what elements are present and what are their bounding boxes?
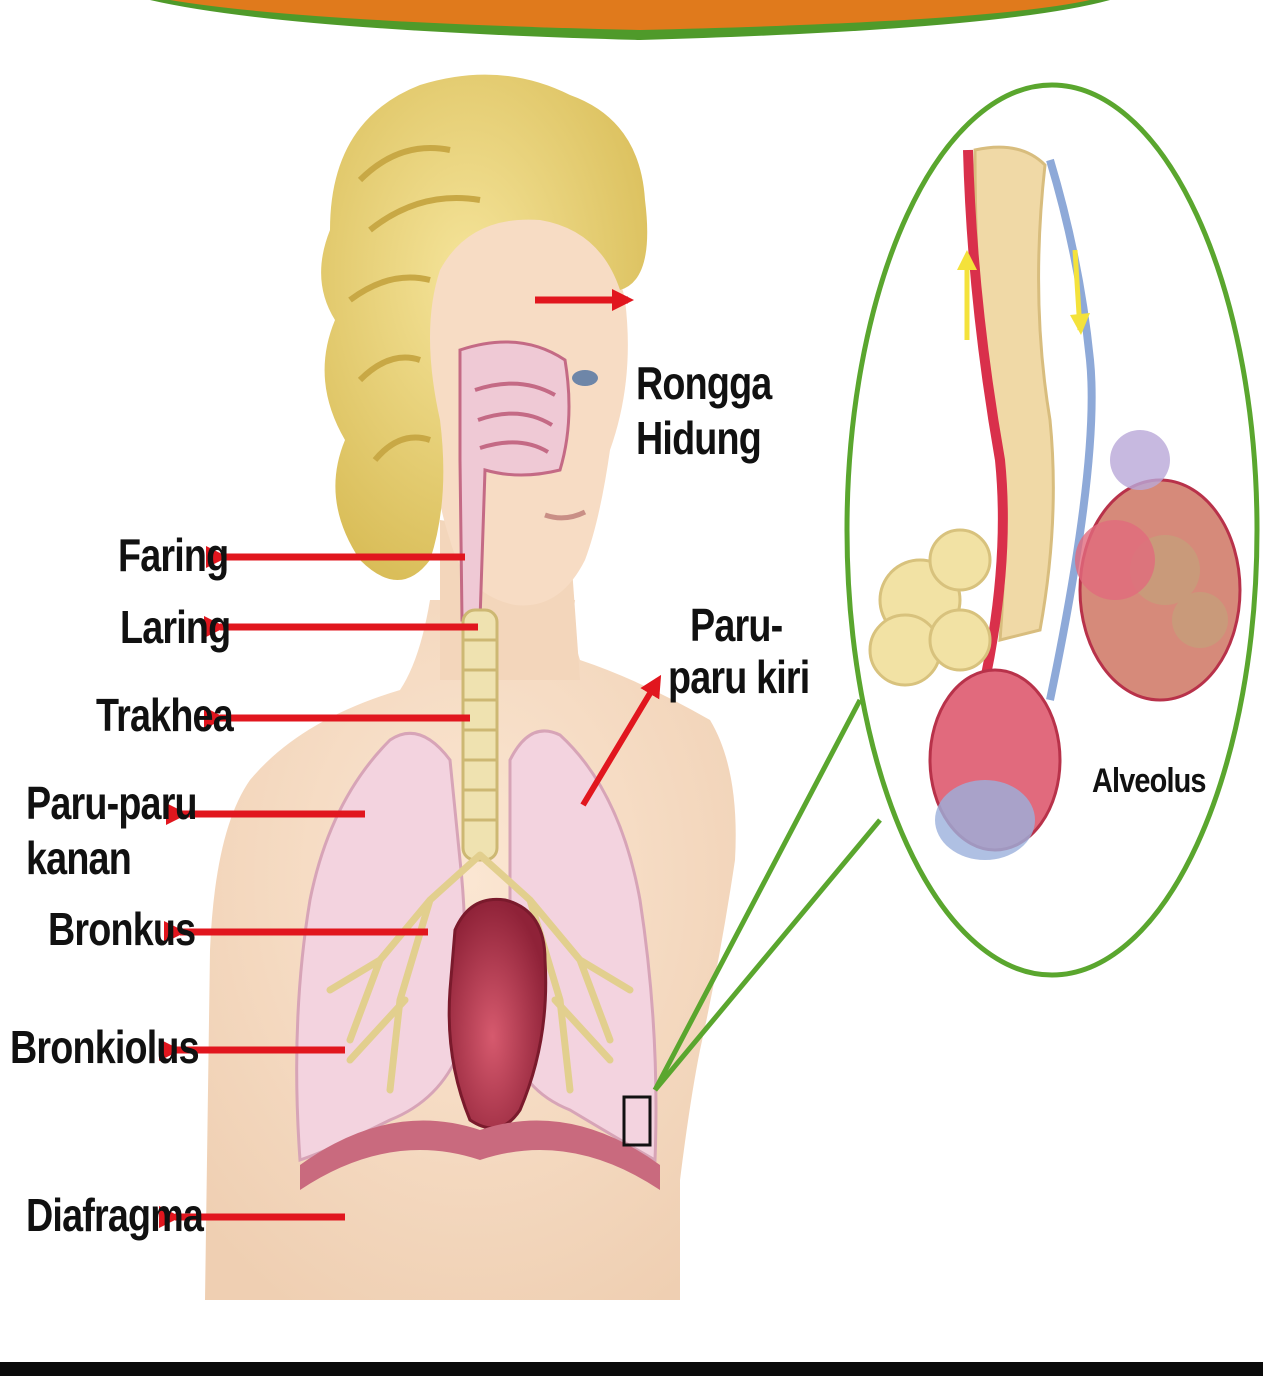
label-paru-paru-kanan-line2: kanan [26,833,131,883]
label-alveolus: Alveolus [1092,762,1206,800]
label-trakhea: Trakhea [96,690,233,740]
label-rongga-hidung-line2: Hidung [636,413,761,463]
label-paru-paru-kanan-line1: Paru-paru [26,778,197,828]
footer-bar [0,1362,1263,1376]
label-rongga-hidung-line1: Rongga [636,358,771,408]
label-paru-paru-kiri-line1: Paru- [690,600,782,650]
alveolus-inset [655,85,1257,1090]
label-laring: Laring [120,602,230,652]
top-banner [150,0,1110,40]
label-bronkiolus: Bronkiolus [10,1022,199,1072]
label-diafragma: Diafragma [26,1190,203,1240]
label-paru-paru-kiri-line2: paru kiri [668,652,809,702]
label-bronkus: Bronkus [48,904,195,954]
label-faring: Faring [118,530,228,580]
